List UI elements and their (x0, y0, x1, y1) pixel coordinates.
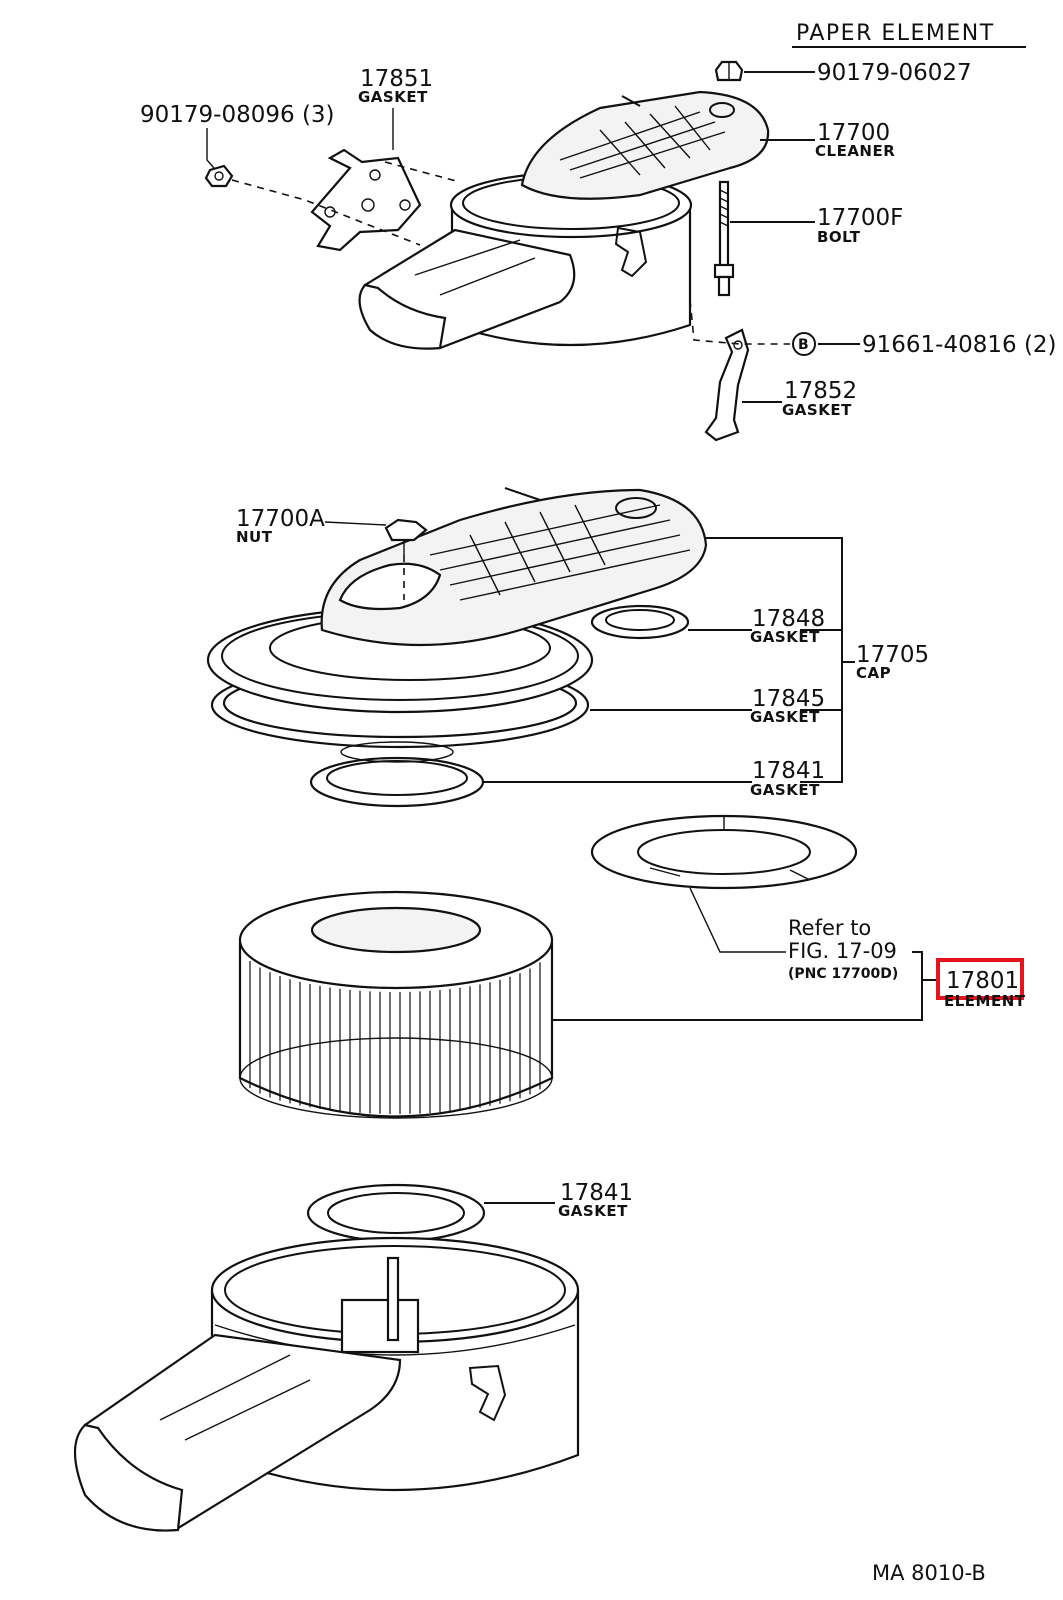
callout-17801-number: 17801 (946, 968, 1019, 994)
nut-90179-06027-drawing (714, 60, 744, 82)
callout-17841-lower-name: GASKET (558, 1202, 628, 1220)
callout-17700A-name: NUT (236, 528, 273, 546)
diagram-title: PAPER ELEMENT (796, 21, 995, 46)
nut-90179-08096-drawing (204, 164, 234, 188)
figure-code: MA 8010-B (872, 1561, 986, 1585)
callout-17841-upper-name: GASKET (750, 781, 820, 799)
callout-17841-upper-number: 17841 (752, 758, 825, 784)
callout-17852-name: GASKET (782, 401, 852, 419)
callout-17700A-number: 17700A (236, 506, 325, 532)
callout-17851-name: GASKET (358, 88, 428, 106)
callout-17851-number: 17851 (360, 66, 433, 92)
referenced-ring-drawing (590, 814, 858, 890)
callout-17700F-name: BOLT (817, 228, 861, 246)
callout-17705-number: 17705 (856, 642, 929, 668)
refer-line-3: (PNC 17700D) (788, 966, 898, 982)
callout-17700-name: CLEANER (815, 142, 895, 160)
callout-17841-lower-number: 17841 (560, 1180, 633, 1206)
bolt-17700F-drawing (713, 180, 735, 297)
callout-91661-number: 91661-40816 (2) (862, 332, 1057, 358)
callout-17801-highlight-box (936, 958, 1024, 1000)
refer-line-2: FIG. 17-09 (788, 939, 897, 963)
cleaner-assembly-drawing (358, 90, 770, 350)
callout-17700F-number: 17700F (817, 205, 903, 231)
callout-17700-number: 17700 (817, 120, 890, 146)
callout-17848-name: GASKET (750, 628, 820, 646)
lower-case-drawing (74, 1236, 580, 1532)
callout-17845-name: GASKET (750, 708, 820, 726)
callout-90179-06027-number: 90179-06027 (817, 60, 972, 86)
bracket-17852-drawing (704, 328, 750, 442)
callout-91661-marker: B (798, 337, 809, 353)
element-pleats (249, 960, 541, 1114)
filter-element-drawing (238, 890, 554, 1119)
cap-assembly-drawing (206, 487, 708, 808)
callout-17801-name: ELEMENT (944, 992, 1026, 1010)
refer-line-1: Refer to (788, 916, 871, 940)
bracket-17851-drawing (310, 148, 422, 252)
gasket-17841-lower-drawing (306, 1183, 486, 1243)
callout-17845-number: 17845 (752, 686, 825, 712)
callout-90179-08096-number: 90179-08096 (3) (140, 102, 335, 128)
callout-17705-name: CAP (856, 664, 891, 682)
callout-91661-marker-circle (792, 332, 816, 356)
callout-17848-number: 17848 (752, 606, 825, 632)
callout-17852-number: 17852 (784, 378, 857, 404)
